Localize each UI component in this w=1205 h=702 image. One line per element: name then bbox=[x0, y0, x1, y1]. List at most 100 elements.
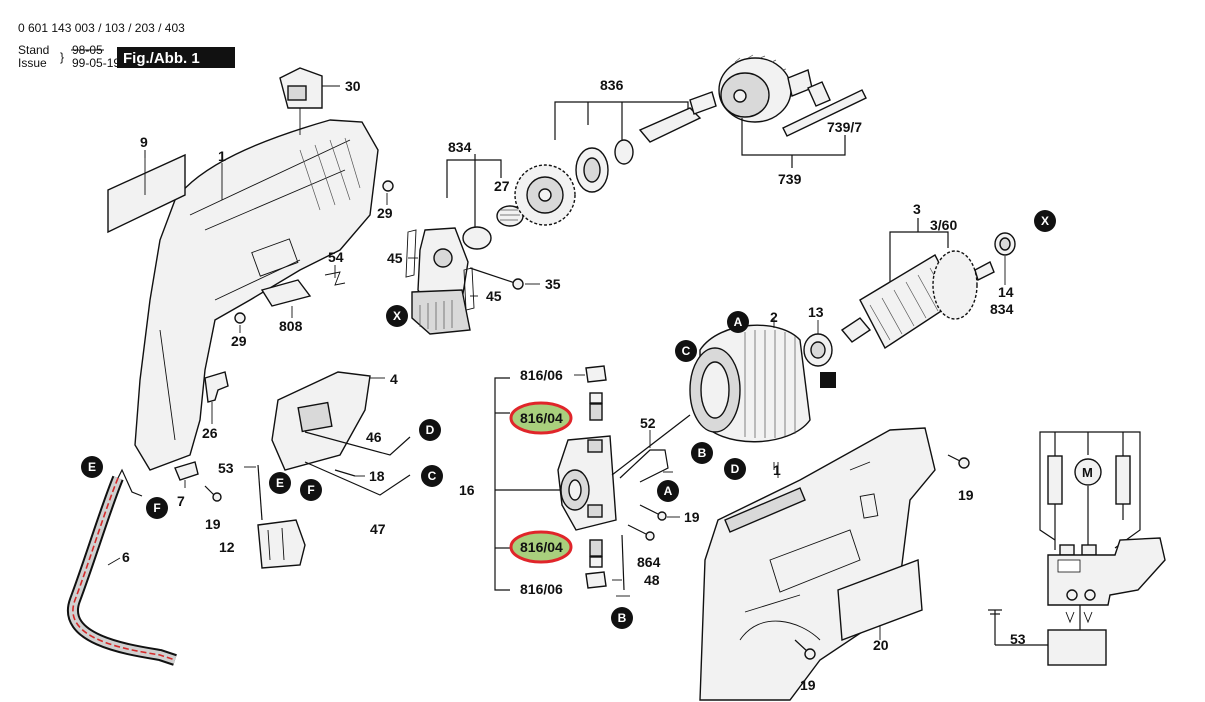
brush-816-06-top bbox=[574, 365, 607, 383]
label-739: 739 bbox=[778, 171, 802, 187]
label-834-right: 834 bbox=[990, 301, 1014, 317]
marker-b-bottom: B bbox=[611, 607, 633, 629]
label-14: 14 bbox=[998, 284, 1014, 300]
label-9: 9 bbox=[140, 134, 148, 150]
label-3-60: 3/60 bbox=[930, 217, 957, 233]
marker-x-right: X bbox=[1034, 210, 1056, 232]
marker-e-cable: E bbox=[81, 456, 103, 478]
chuck-739 bbox=[718, 54, 846, 168]
svg-text:C: C bbox=[682, 344, 691, 358]
svg-text:X: X bbox=[393, 309, 401, 323]
label-7: 7 bbox=[177, 493, 185, 509]
brush-816-06-bottom bbox=[585, 571, 607, 589]
label-46: 46 bbox=[366, 429, 382, 445]
figure-title-box bbox=[117, 47, 235, 68]
highlight-816-04-top bbox=[509, 401, 573, 435]
label-816-04-top: 816/04 bbox=[520, 410, 563, 426]
brush-holder-16 bbox=[494, 377, 617, 591]
svg-text:D: D bbox=[426, 423, 435, 437]
chuck-key-739-7 bbox=[782, 81, 867, 137]
label-53-schematic: 53 bbox=[1010, 631, 1026, 647]
cap-30 bbox=[279, 67, 340, 135]
label-836: 836 bbox=[600, 77, 624, 93]
part-53-left bbox=[244, 464, 263, 521]
label-52: 52 bbox=[640, 415, 656, 431]
washer-29-top bbox=[382, 180, 394, 192]
header: 0 601 143 003 / 103 / 203 / 403 Stand Is… bbox=[18, 21, 235, 70]
svg-text:A: A bbox=[664, 484, 673, 498]
marker-a-top: A bbox=[727, 311, 749, 333]
label-739-7: 739/7 bbox=[827, 119, 862, 135]
label-3: 3 bbox=[913, 201, 921, 217]
label-816-06-bottom: 816/06 bbox=[520, 581, 563, 597]
marker-d-right: D bbox=[724, 458, 746, 480]
highlight-816-04-bottom bbox=[509, 530, 573, 564]
lever-52 bbox=[611, 414, 691, 483]
housing-right-half bbox=[699, 427, 936, 701]
marker-d-left: D bbox=[419, 419, 441, 441]
washer-29-bottom bbox=[234, 312, 246, 324]
part-numbers: 0 601 143 003 / 103 / 203 / 403 bbox=[18, 21, 185, 35]
marker-f-cable: F bbox=[146, 497, 168, 519]
label-26: 26 bbox=[202, 425, 218, 441]
callout-labels: 30 9 1 29 54 808 29 834 27 45 35 45 836 … bbox=[122, 77, 1026, 693]
svg-text:E: E bbox=[276, 476, 284, 490]
svg-text:D: D bbox=[731, 462, 740, 476]
label-30: 30 bbox=[345, 78, 361, 94]
power-cable-6 bbox=[66, 468, 177, 666]
screw-19-left bbox=[204, 485, 222, 502]
label-35: 35 bbox=[545, 276, 561, 292]
spring-48 bbox=[616, 534, 630, 597]
gear-spindle-836 bbox=[514, 91, 717, 226]
label-29-bottom: 29 bbox=[231, 333, 247, 349]
wires-46-47 bbox=[304, 431, 411, 496]
field-stator-2 bbox=[689, 318, 811, 443]
label-47: 47 bbox=[370, 521, 386, 537]
screw-864 bbox=[627, 524, 655, 541]
svg-text:B: B bbox=[618, 611, 627, 625]
label-45-right: 45 bbox=[486, 288, 502, 304]
label-1-right: 1 bbox=[773, 462, 781, 478]
label-808: 808 bbox=[279, 318, 303, 334]
label-16: 16 bbox=[459, 482, 475, 498]
label-53-left: 53 bbox=[218, 460, 234, 476]
svg-text:E: E bbox=[88, 460, 96, 474]
leader-lines bbox=[144, 150, 1006, 581]
marker-a-bottom: A bbox=[657, 480, 679, 502]
label-6: 6 bbox=[122, 549, 130, 565]
issue-date: 99-05-19 bbox=[72, 56, 120, 70]
marker-c-top: C bbox=[675, 340, 697, 362]
stand-label: Stand bbox=[18, 43, 49, 57]
motor-symbol bbox=[1074, 458, 1102, 486]
screw-19-right-top bbox=[947, 454, 970, 469]
svg-text:B: B bbox=[698, 446, 707, 460]
issue-label: Issue bbox=[18, 56, 47, 70]
svg-text:X: X bbox=[1041, 214, 1049, 228]
svg-text:F: F bbox=[153, 501, 160, 515]
marker-f-switch: F bbox=[300, 479, 322, 501]
clip-26 bbox=[204, 371, 229, 424]
spring-54 bbox=[324, 265, 346, 286]
bracket-834-assembly bbox=[405, 154, 524, 335]
label-816-04-bottom: 816/04 bbox=[520, 539, 563, 555]
screw-19-right-bottom bbox=[794, 639, 816, 660]
label-19-right-top: 19 bbox=[958, 487, 974, 503]
wiring-schematic: M bbox=[988, 431, 1166, 666]
label-plate-20 bbox=[837, 559, 923, 641]
label-18: 18 bbox=[369, 468, 385, 484]
switch-4 bbox=[271, 371, 385, 471]
marker-e-switch: E bbox=[269, 472, 291, 494]
label-19-left: 19 bbox=[205, 516, 221, 532]
label-27: 27 bbox=[494, 178, 510, 194]
cable-clamp-12 bbox=[257, 519, 306, 569]
brace-glyph: } bbox=[60, 50, 64, 64]
label-29-top: 29 bbox=[377, 205, 393, 221]
label-816-06-top: 816/06 bbox=[520, 367, 563, 383]
label-20: 20 bbox=[873, 637, 889, 653]
label-4: 4 bbox=[390, 371, 398, 387]
figure-title: Fig./Abb. 1 bbox=[123, 50, 200, 67]
marker-x-left: X bbox=[386, 305, 408, 327]
screw-19-mid bbox=[639, 504, 680, 521]
connection-markers: X X A A B B C C bbox=[81, 210, 1056, 629]
